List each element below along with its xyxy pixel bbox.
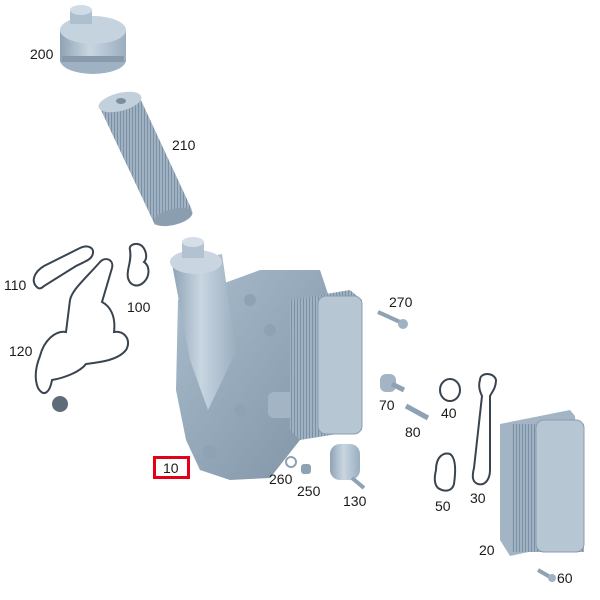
part-210-filter-element <box>98 91 193 227</box>
callout-40[interactable]: 40 <box>441 405 457 421</box>
callout-20[interactable]: 20 <box>479 542 495 558</box>
callout-250[interactable]: 250 <box>297 483 321 499</box>
part-80-sensor <box>404 403 430 421</box>
callout-60[interactable]: 60 <box>557 570 573 586</box>
part-100-gasket <box>126 242 150 287</box>
part-50-gasket <box>433 452 457 492</box>
callout-50[interactable]: 50 <box>435 498 451 514</box>
highlight-box-part-10 <box>153 456 190 479</box>
callout-80[interactable]: 80 <box>405 424 421 440</box>
callout-260[interactable]: 260 <box>269 471 293 487</box>
callout-210[interactable]: 210 <box>172 137 196 153</box>
part-10-oil-filter-housing <box>170 237 363 480</box>
part-120-gasket <box>34 258 130 395</box>
callout-270[interactable]: 270 <box>389 294 413 310</box>
part-260-o-ring <box>285 456 297 468</box>
callout-30[interactable]: 30 <box>470 490 486 506</box>
part-70-valve <box>380 374 406 393</box>
part-40-o-ring <box>439 378 461 402</box>
callout-100[interactable]: 100 <box>127 299 151 315</box>
callout-120[interactable]: 120 <box>9 343 33 359</box>
part-110-gasket <box>32 245 94 290</box>
part-120-plug <box>52 396 68 412</box>
part-250-plug <box>301 464 311 474</box>
callout-110[interactable]: 110 <box>4 277 27 293</box>
part-60-bolt <box>536 568 556 582</box>
callout-130[interactable]: 130 <box>343 493 367 509</box>
part-30-gasket <box>471 373 498 486</box>
part-200-filter-cap <box>60 5 126 74</box>
callout-10[interactable]: 10 <box>163 460 179 476</box>
callout-200[interactable]: 200 <box>30 46 54 62</box>
part-130-valve <box>330 444 366 490</box>
part-20-oil-cooler <box>500 410 585 556</box>
part-270-bolt <box>377 310 408 329</box>
callout-70[interactable]: 70 <box>379 397 395 413</box>
